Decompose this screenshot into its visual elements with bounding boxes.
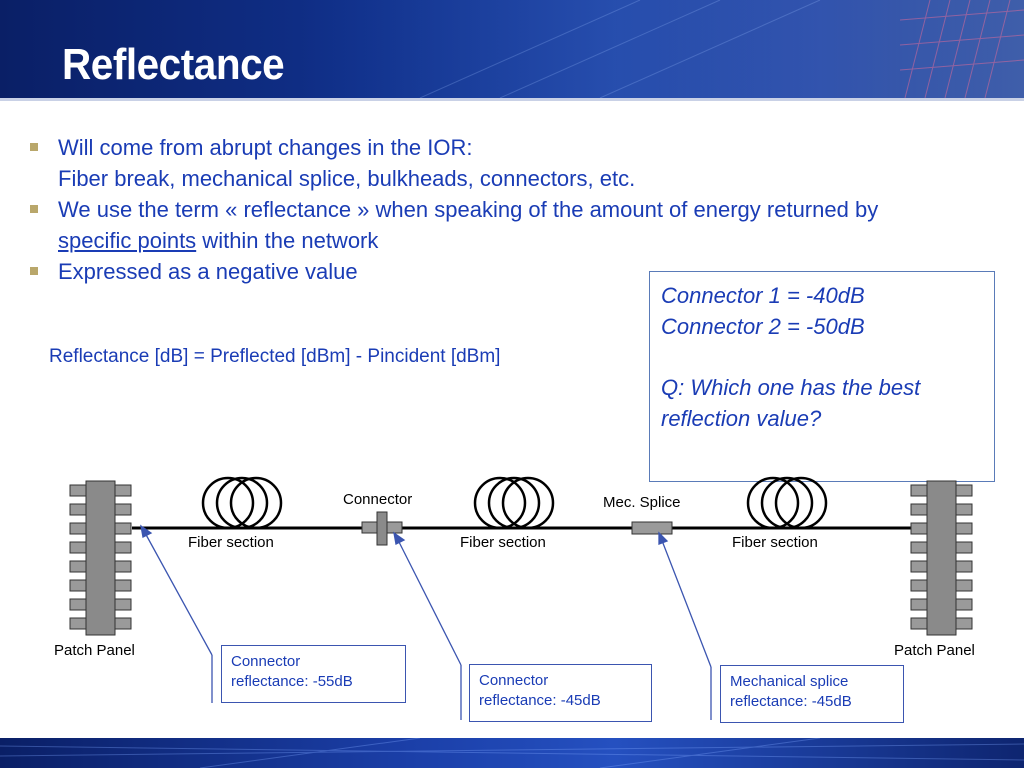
callout-connector-middle: Connector reflectance: -45dB	[469, 664, 652, 722]
callout-connector-left: Connector reflectance: -55dB	[221, 645, 406, 703]
header-decoration	[300, 0, 1024, 98]
fiber-coil-icon	[473, 476, 555, 530]
connector-icon	[361, 511, 403, 546]
network-diagram	[69, 476, 973, 720]
patch-panel-label-left: Patch Panel	[54, 642, 135, 659]
bullet-item: Will come from abrupt changes in the IOR…	[30, 132, 1020, 194]
slide-footer	[0, 738, 1024, 768]
fiber-section-label: Fiber section	[732, 534, 818, 551]
bullet-text: within the network	[196, 228, 379, 253]
fiber-section-label: Fiber section	[460, 534, 546, 551]
mechanical-splice-icon	[631, 521, 673, 535]
callout-line: Connector	[479, 672, 549, 689]
connector-1-value: Connector 1 = -40dB	[661, 283, 865, 308]
fiber-coil-icon	[746, 476, 828, 530]
patch-panel-label-right: Patch Panel	[894, 642, 975, 659]
reflectance-formula: Reflectance [dB] = Preflected [dBm] - Pi…	[49, 346, 501, 367]
bullet-text: We use the term « reflectance » when spe…	[58, 197, 879, 222]
fiber-coil-icon	[201, 476, 283, 530]
callout-line: Mechanical splice	[730, 673, 849, 690]
square-bullet-icon	[30, 205, 38, 213]
square-bullet-icon	[30, 143, 38, 151]
callout-line: reflectance: -45dB	[730, 693, 852, 710]
connector-2-value: Connector 2 = -50dB	[661, 314, 865, 339]
patch-panel-left	[69, 480, 132, 636]
bullet-list: Will come from abrupt changes in the IOR…	[30, 132, 1020, 287]
slide-header: Reflectance	[0, 0, 1024, 98]
question-line: reflection value?	[661, 406, 822, 431]
bullet-text: Will come from abrupt changes in the IOR…	[58, 135, 473, 160]
underlined-text: specific points	[58, 228, 197, 253]
bullet-item: Expressed as a negative value	[30, 256, 1020, 287]
bullet-text: Fiber break, mechanical splice, bulkhead…	[58, 166, 636, 191]
slide-title: Reflectance	[62, 40, 285, 89]
callout-mechanical-splice: Mechanical splice reflectance: -45dB	[720, 665, 904, 723]
mec-splice-label: Mec. Splice	[603, 494, 681, 511]
patch-panel-right	[910, 480, 973, 636]
footer-decoration	[0, 738, 1024, 768]
callout-line: reflectance: -45dB	[479, 692, 601, 709]
connector-label: Connector	[343, 491, 413, 508]
fiber-section-label: Fiber section	[188, 534, 274, 551]
callout-line: reflectance: -55dB	[231, 673, 353, 690]
callout-pointers	[140, 524, 712, 720]
bullet-item: We use the term « reflectance » when spe…	[30, 194, 1020, 256]
header-divider	[0, 98, 1024, 101]
square-bullet-icon	[30, 267, 38, 275]
bullet-text: Expressed as a negative value	[58, 259, 358, 284]
question-line: Q: Which one has the best	[661, 375, 921, 400]
question-box: Connector 1 = -40dB Connector 2 = -50dB …	[649, 271, 995, 482]
callout-line: Connector	[231, 653, 301, 670]
